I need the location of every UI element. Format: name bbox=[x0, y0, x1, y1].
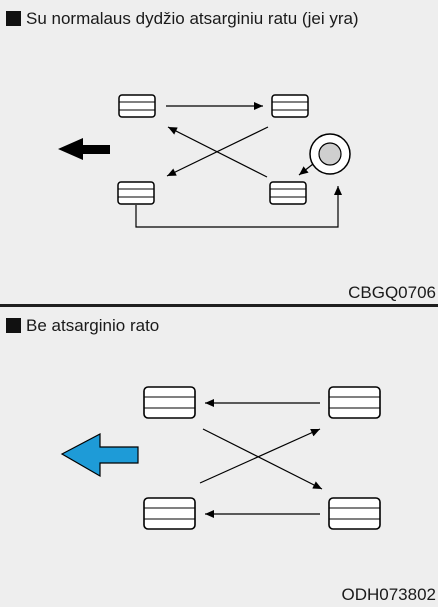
tire-icon-rear-left bbox=[117, 181, 155, 205]
arrow-spare-to-rr bbox=[298, 163, 314, 176]
panel-with-spare: Su normalaus dydžio atsarginiu ratu (jei… bbox=[0, 0, 438, 305]
bullet-square-icon bbox=[6, 318, 21, 333]
panel-divider bbox=[0, 304, 438, 307]
tire-icon-front-right bbox=[328, 386, 381, 419]
panel-title: Su normalaus dydžio atsarginiu ratu (jei… bbox=[6, 10, 359, 27]
panel-title-text: Be atsarginio rato bbox=[26, 316, 160, 335]
figure-code: ODH073802 bbox=[341, 585, 436, 604]
arrow-fr-to-rl bbox=[166, 126, 269, 177]
tire-icon-rear-left bbox=[143, 497, 196, 530]
tire-icon-rear-right bbox=[328, 497, 381, 530]
arrow-rl-to-spare bbox=[135, 186, 342, 228]
tire-icon-front-left bbox=[118, 94, 156, 118]
bullet-square-icon bbox=[6, 11, 21, 26]
figure-code: CBGQ0706 bbox=[348, 283, 436, 302]
direction-arrow-icon bbox=[58, 138, 110, 160]
tire-icon-front-right bbox=[271, 94, 309, 118]
spare-tire-icon bbox=[309, 133, 351, 175]
panel-without-spare: Be atsarginio rato bbox=[0, 307, 438, 607]
rotation-diagram-with-spare bbox=[58, 94, 351, 228]
tire-icon-rear-right bbox=[269, 181, 307, 205]
direction-arrow-icon bbox=[60, 433, 139, 478]
tire-icon-front-left bbox=[143, 386, 196, 419]
arrow-rl-to-fr bbox=[199, 428, 321, 484]
rotation-diagram-without-spare bbox=[60, 386, 381, 530]
panel-title: Be atsarginio rato bbox=[6, 317, 159, 334]
arrow-fl-to-rr bbox=[202, 428, 323, 490]
panel-title-text: Su normalaus dydžio atsarginiu ratu (jei… bbox=[26, 9, 359, 28]
